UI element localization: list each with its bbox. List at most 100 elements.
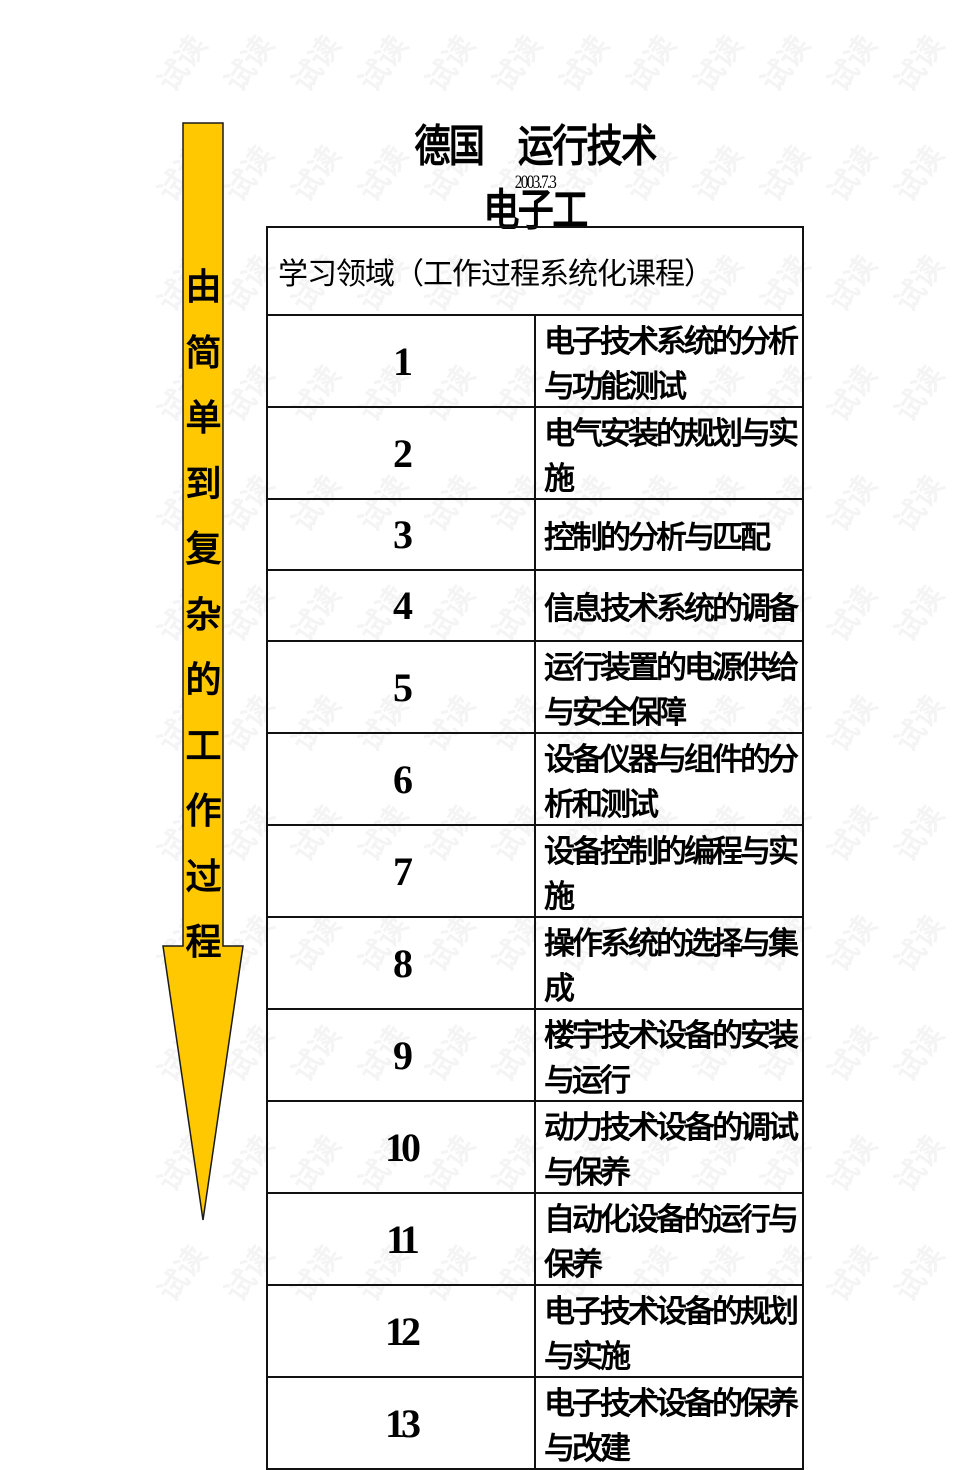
- row-course-name: 设备仪器与组件的分析和测试: [534, 732, 804, 826]
- row-number: 2: [266, 406, 536, 500]
- watermark-text: 试读: [949, 245, 960, 319]
- watermark-text: 试读: [882, 245, 952, 319]
- watermark-text: 试读: [614, 25, 684, 99]
- watermark-text: 试读: [547, 25, 617, 99]
- row-number: 4: [266, 569, 536, 642]
- arrow-label-char: 由: [185, 267, 222, 308]
- watermark-text: 试读: [748, 25, 818, 99]
- row-course-name: 自动化设备的运行与保养: [534, 1192, 804, 1286]
- arrow-label-char: 简: [185, 332, 222, 374]
- watermark-text: 试读: [815, 355, 885, 429]
- watermark-text: 试读: [949, 1015, 960, 1089]
- table-header: 学习领域（工作过程系统化课程）: [266, 226, 804, 316]
- watermark-text: 试读: [815, 245, 885, 319]
- row-course-name: 控制的分析与匹配: [534, 498, 804, 571]
- row-course-name: 设备控制的编程与实施: [534, 824, 804, 918]
- table-header-row: 学习领域（工作过程系统化课程）: [266, 226, 804, 316]
- arrow-label-char: 单: [185, 398, 222, 439]
- row-number: 9: [266, 1008, 536, 1102]
- arrow-label-char: 杂: [185, 594, 222, 636]
- watermark-text: 试读: [949, 1125, 960, 1199]
- watermark-text: 试读: [882, 575, 952, 649]
- watermark-text: 试读: [949, 795, 960, 869]
- watermark-text: 试读: [815, 795, 885, 869]
- row-number: 13: [266, 1376, 536, 1470]
- row-number: 12: [266, 1284, 536, 1378]
- row-course-name: 操作系统的选择与集成: [534, 916, 804, 1010]
- watermark-text: 试读: [681, 135, 751, 209]
- watermark-text: 试读: [949, 135, 960, 209]
- row-course-name: 电子技术系统的分析与功能测试: [534, 314, 804, 408]
- row-number: 6: [266, 732, 536, 826]
- watermark-text: 试读: [815, 465, 885, 539]
- row-number: 1: [266, 314, 536, 408]
- watermark-text: 试读: [882, 465, 952, 539]
- watermark-text: 试读: [882, 1235, 952, 1309]
- row-number: 3: [266, 498, 536, 571]
- row-number: 11: [266, 1192, 536, 1286]
- watermark-text: 试读: [882, 135, 952, 209]
- row-course-name: 电子技术设备的保养与改建: [534, 1376, 804, 1470]
- watermark-text: 试读: [882, 1125, 952, 1199]
- watermark-text: 试读: [145, 25, 215, 99]
- arrow-label-char: 工: [185, 725, 222, 767]
- watermark-text: 试读: [882, 905, 952, 979]
- watermark-text: 试读: [346, 25, 416, 99]
- row-number: 7: [266, 824, 536, 918]
- watermark-text: 试读: [279, 135, 349, 209]
- watermark-text: 试读: [279, 25, 349, 99]
- watermark-text: 试读: [882, 1015, 952, 1089]
- watermark-text: 试读: [949, 25, 960, 99]
- watermark-text: 试读: [815, 1015, 885, 1089]
- watermark-text: 试读: [949, 905, 960, 979]
- watermark-text: 试读: [815, 1125, 885, 1199]
- watermark-text: 试读: [145, 1235, 215, 1309]
- row-course-name: 运行装置的电源供给与安全保障: [534, 640, 804, 734]
- watermark-text: 试读: [748, 135, 818, 209]
- watermark-text: 试读: [681, 25, 751, 99]
- row-number: 8: [266, 916, 536, 1010]
- row-course-name: 楼宇技术设备的安装与运行: [534, 1008, 804, 1102]
- row-course-name: 动力技术设备的调试与保养: [534, 1100, 804, 1194]
- watermark-text: 试读: [480, 25, 550, 99]
- arrow-label-char: 过: [185, 856, 222, 898]
- row-course-name: 信息技术系统的调备: [534, 569, 804, 642]
- watermark-text: 试读: [212, 25, 282, 99]
- watermark-text: 试读: [949, 465, 960, 539]
- watermark-text: 试读: [949, 575, 960, 649]
- watermark-text: 试读: [882, 355, 952, 429]
- watermark-text: 试读: [815, 25, 885, 99]
- watermark-text: 试读: [882, 25, 952, 99]
- watermark-text: 试读: [949, 685, 960, 759]
- watermark-text: 试读: [815, 575, 885, 649]
- watermark-text: 试读: [949, 355, 960, 429]
- row-number: 5: [266, 640, 536, 734]
- watermark-text: 试读: [346, 135, 416, 209]
- watermark-text: 试读: [413, 25, 483, 99]
- document-date: 2003.7.3: [514, 172, 557, 193]
- page-title: 德国 运行技术电子工: [414, 121, 657, 236]
- row-course-name: 电子技术设备的规划与实施: [534, 1284, 804, 1378]
- arrow-label-char: 的: [185, 660, 222, 701]
- watermark-text: 试读: [882, 795, 952, 869]
- watermark-text: 试读: [815, 135, 885, 209]
- watermark-text: 试读: [815, 685, 885, 759]
- arrow-label-char: 作: [185, 791, 222, 832]
- watermark-text: 试读: [815, 905, 885, 979]
- row-number: 10: [266, 1100, 536, 1194]
- watermark-text: 试读: [815, 1235, 885, 1309]
